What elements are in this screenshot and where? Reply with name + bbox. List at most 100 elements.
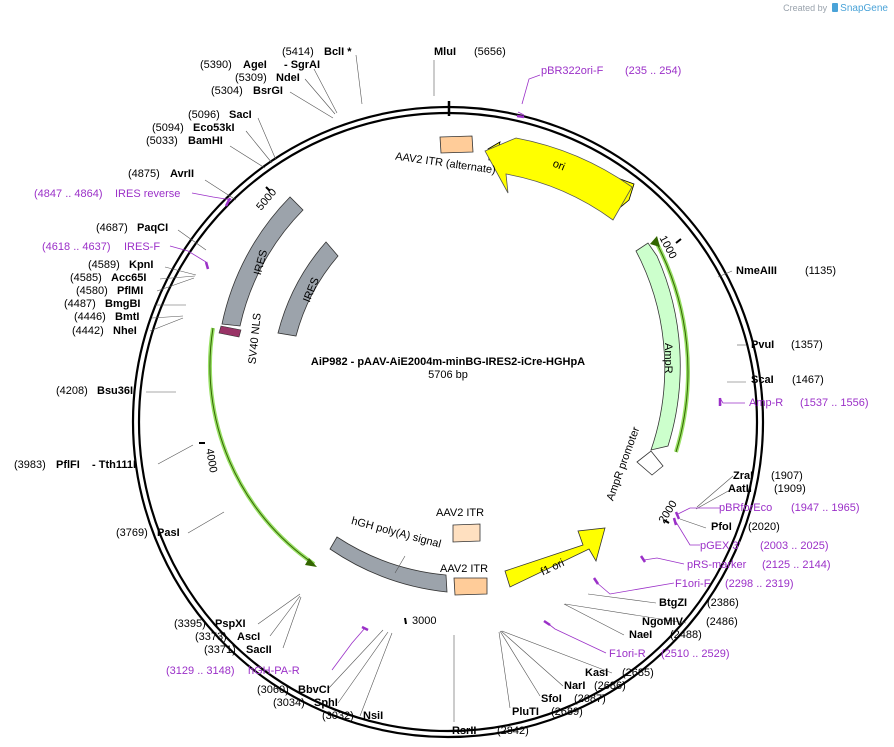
site-rsrii[interactable]: RsrII (2842): [452, 725, 529, 737]
primer-pgex3[interactable]: pGEX 3' (2003 .. 2025): [700, 540, 829, 552]
site-bmgbi[interactable]: (4487) BmgBI: [64, 298, 140, 310]
primer-ires-f[interactable]: (4618 .. 4637) IRES-F: [42, 241, 160, 253]
feature-ires-inner[interactable]: IRES: [277, 241, 339, 337]
site-zrai[interactable]: ZraI (1907): [733, 470, 803, 482]
site-nhei[interactable]: (4442) NheI: [72, 325, 137, 337]
site-mlui[interactable]: MluI (5656): [434, 46, 506, 58]
site-nsii-name: NsiI: [363, 710, 383, 722]
site-pvui[interactable]: PvuI (1357): [751, 339, 823, 351]
feature-aav2-itr-2[interactable]: AAV2 ITR: [440, 563, 488, 596]
site-scai[interactable]: ScaI (1467): [751, 374, 824, 386]
site-acc65i-name: Acc65I: [111, 272, 146, 284]
site-bsrgi[interactable]: (5304) BsrGI: [211, 85, 283, 97]
site-bcli-pos: (5414): [282, 46, 314, 58]
site-pspxi[interactable]: (3395) PspXI: [174, 618, 246, 630]
site-avrii[interactable]: (4875) AvrII: [128, 168, 194, 180]
feature-f1-ori[interactable]: f1 ori: [504, 527, 606, 588]
site-ngomiv-pos: (2486): [706, 616, 738, 628]
site-pfoi-name: PfoI: [711, 521, 732, 533]
ampr-orf-line: [650, 236, 690, 453]
site-bbvci[interactable]: (3060) BbvCI: [257, 684, 330, 696]
feature-hgh-polya[interactable]: hGH poly(A) signal: [329, 515, 448, 593]
site-sfoi[interactable]: SfoI (2687): [541, 693, 606, 705]
site-sacii[interactable]: (3371) SacII: [204, 644, 272, 656]
site-bbvci-pos: (3060): [257, 684, 289, 696]
primer-ires-reverse-range: (4847 .. 4864): [34, 188, 103, 200]
site-btgzi[interactable]: BtgZI (2386): [659, 597, 739, 609]
primer-pbr322ori-f[interactable]: pBR322ori-F (235 .. 254): [541, 65, 681, 77]
site-pasi-name: PasI: [157, 527, 180, 539]
site-ngomiv[interactable]: NgoMIV (2486): [642, 616, 738, 628]
site-aatii-pos: (1909): [774, 483, 806, 495]
ampr-promoter-label: AmpR promoter: [604, 425, 642, 502]
site-nari[interactable]: NarI (2686): [564, 680, 626, 692]
site-aatii[interactable]: AatII (1909): [728, 483, 806, 495]
site-nsii[interactable]: (3032) NsiI: [322, 710, 383, 722]
site-saci[interactable]: (5096) SacI: [188, 109, 252, 121]
site-bamhi[interactable]: (5033) BamHI: [146, 135, 223, 147]
feature-aav2-itr-alt[interactable]: AAV2 ITR (alternate): [394, 135, 496, 177]
site-pflfi-name: PflFI: [56, 459, 80, 471]
primer-pbr322ori-f-name: pBR322ori-F: [541, 65, 604, 77]
primer-f1ori-r-range: (2510 .. 2529): [661, 648, 730, 660]
primer-hgh-pa-r-range: (3129 .. 3148): [166, 665, 235, 677]
snapgene-logo-icon: [831, 3, 838, 12]
primer-pbrforeco-name: pBRforEco: [719, 502, 772, 514]
site-naei[interactable]: NaeI (2488): [629, 629, 702, 641]
site-pfimi-pos: (4580): [76, 285, 108, 297]
primer-ires-reverse[interactable]: (4847 .. 4864) IRES reverse: [34, 188, 180, 200]
site-bsu36i-name: Bsu36I: [97, 385, 133, 397]
tick-5000: 5000: [254, 186, 279, 213]
site-kpni[interactable]: (4589) KpnI: [88, 259, 153, 271]
tick-3000: 3000: [404, 615, 436, 627]
site-sphi[interactable]: (3034) SphI: [273, 697, 338, 709]
site-pvui-name: PvuI: [751, 339, 774, 351]
primer-f1ori-r[interactable]: F1ori-R (2510 .. 2529): [609, 648, 730, 660]
site-asci[interactable]: (3373) AscI: [195, 631, 260, 643]
site-eco53ki[interactable]: (5094) Eco53kI: [152, 122, 235, 134]
tick-label-3000: 3000: [412, 615, 436, 627]
feature-ori[interactable]: ori: [484, 137, 635, 221]
site-bmti[interactable]: (4446) BmtI: [74, 311, 139, 323]
site-pflfi[interactable]: (3983) PflFI - Tth111I: [14, 459, 136, 471]
site-saci-name: SacI: [229, 109, 252, 121]
site-nsii-pos: (3032): [322, 710, 354, 722]
site-agei-extra: - SgrAI: [284, 59, 320, 71]
primer-prs-marker[interactable]: pRS-marker (2125 .. 2144): [687, 559, 831, 571]
primer-ires-f-range: (4618 .. 4637): [42, 241, 111, 253]
site-acc65i[interactable]: (4585) Acc65I: [70, 272, 146, 284]
icre-orf-line: [207, 327, 317, 567]
site-rsrii-name: RsrII: [452, 725, 476, 737]
site-kpni-pos: (4589): [88, 259, 120, 271]
site-pvui-pos: (1357): [791, 339, 823, 351]
site-pasi-pos: (3769): [116, 527, 148, 539]
site-zrai-pos: (1907): [771, 470, 803, 482]
primer-amp-r[interactable]: Amp-R (1537 .. 1556): [749, 397, 869, 409]
site-pfimi[interactable]: (4580) PflMI: [76, 285, 143, 297]
feature-aav2-itr-1[interactable]: AAV2 ITR: [436, 507, 484, 543]
site-pluti[interactable]: PluTI (2689): [512, 706, 583, 718]
site-btgzi-pos: (2386): [707, 597, 739, 609]
site-pfoi[interactable]: PfoI (2020): [711, 521, 780, 533]
feature-ampr[interactable]: AmpR: [635, 239, 681, 451]
site-bsu36i[interactable]: (4208) Bsu36I: [56, 385, 133, 397]
site-agei-name: AgeI: [243, 59, 267, 71]
site-ndei[interactable]: (5309) NdeI: [235, 72, 300, 84]
site-sfoi-name: SfoI: [541, 693, 562, 705]
primer-amp-r-name: Amp-R: [749, 397, 783, 409]
primer-pbr322ori-f-range: (235 .. 254): [625, 65, 681, 77]
site-pflfi-extra: - Tth111I: [92, 459, 136, 471]
primer-hgh-pa-r[interactable]: (3129 .. 3148) hGH-PA-R: [166, 665, 300, 677]
site-nmeaiii[interactable]: NmeAIII (1135): [736, 265, 836, 277]
site-kasi[interactable]: KasI (2685): [585, 667, 654, 679]
feature-sv40-nls[interactable]: SV40 NLS: [218, 312, 264, 365]
site-agei[interactable]: (5390) AgeI - SgrAI: [200, 59, 320, 71]
primer-pbrforeco[interactable]: pBRforEco (1947 .. 1965): [719, 502, 860, 514]
site-paqci[interactable]: (4687) PaqCI: [96, 222, 168, 234]
site-pasi[interactable]: (3769) PasI: [116, 527, 180, 539]
primer-pbrforeco-range: (1947 .. 1965): [791, 502, 860, 514]
primer-f1ori-f[interactable]: F1ori-F (2298 .. 2319): [675, 578, 794, 590]
site-bcli[interactable]: (5414) BclI *: [282, 46, 352, 58]
site-ndei-name: NdeI: [276, 72, 300, 84]
